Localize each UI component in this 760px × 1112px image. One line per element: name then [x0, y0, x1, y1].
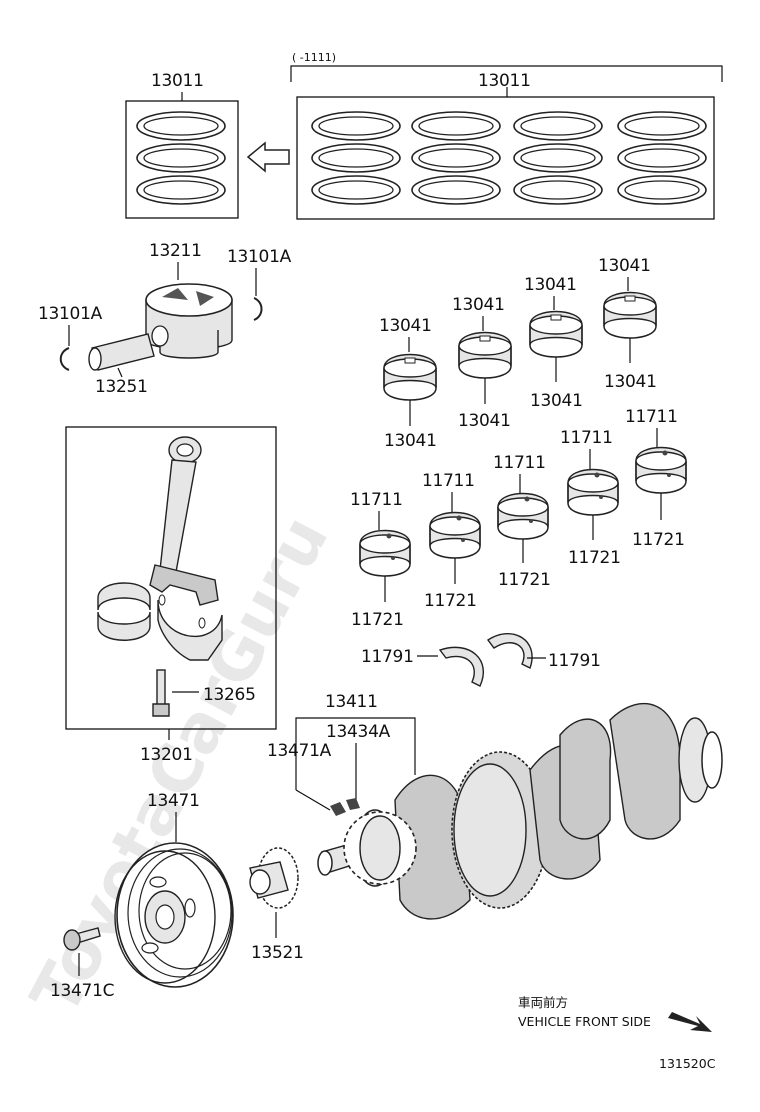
main-bearing-5 [635, 446, 687, 494]
crank-pulley [114, 842, 234, 988]
snap-ring-left [59, 347, 70, 371]
callout-13041-upper-3: 13041 [524, 275, 577, 295]
piston-ring-set-single [137, 112, 225, 204]
callout-13101A-left: 13101A [38, 304, 103, 324]
piston-ring-set-3 [514, 112, 602, 204]
callout-13211: 13211 [149, 241, 202, 261]
snap-ring-right [253, 297, 263, 321]
callout-11791-left: 11791 [361, 647, 414, 667]
piston [145, 283, 233, 359]
callout-13471C: 13471C [50, 981, 114, 1001]
callout-11711-1: 11711 [350, 490, 403, 510]
conrod-assembly-box [65, 426, 277, 730]
vehicle-front-label-jp: 車両前方 [518, 995, 568, 1010]
callout-13041-upper-4: 13041 [598, 256, 651, 276]
piston-ring-set-1 [312, 112, 400, 204]
callout-13471: 13471 [147, 791, 200, 811]
callout-11721-2: 11721 [424, 591, 477, 611]
callout-11721-1: 11721 [351, 610, 404, 630]
conrod-bearing-pair [97, 582, 151, 641]
callout-11721-4: 11721 [568, 548, 621, 568]
main-bearing-2 [429, 511, 481, 559]
callout-11791-right: 11791 [548, 651, 601, 671]
front-direction-arrow-icon [668, 1012, 712, 1032]
callout-13521: 13521 [251, 943, 304, 963]
callout-13101A-right: 13101A [227, 247, 292, 267]
conrod-bearing-3 [529, 310, 583, 358]
callout-13251: 13251 [95, 377, 148, 397]
callout-13041-lower-1: 13041 [384, 431, 437, 451]
callout-11711-5: 11711 [625, 407, 678, 427]
thrust-washer-left [438, 646, 485, 687]
thrust-washer-right [486, 633, 533, 669]
callout-13011-single: 13011 [151, 71, 204, 91]
conrod-bearing-4 [603, 291, 657, 339]
callout-11721-5: 11721 [632, 530, 685, 550]
crank-sprocket [343, 811, 417, 885]
main-bearing-1 [359, 529, 411, 577]
callout-11711-3: 11711 [493, 453, 546, 473]
piston-ring-set-4 [618, 112, 706, 204]
callout-13011-group: 13011 [478, 71, 531, 91]
vehicle-front-label-en: VEHICLE FRONT SIDE [518, 1014, 651, 1029]
crank-key [346, 798, 360, 810]
ring-set-group-box [296, 96, 715, 220]
piston-ring-set-2 [412, 112, 500, 204]
callout-13041-lower-4: 13041 [604, 372, 657, 392]
pulley-bolt [63, 927, 101, 951]
callout-13201: 13201 [140, 745, 193, 765]
callout-13265: 13265 [203, 685, 256, 705]
callout-13434A: 13434A [326, 722, 391, 742]
conrod-bolt [152, 669, 170, 717]
date-range-note: ( -1111) [292, 51, 336, 64]
conrod-bearing-1 [383, 353, 437, 401]
main-bearing-4 [567, 468, 619, 516]
callout-11711-4: 11711 [560, 428, 613, 448]
main-bearing-3 [497, 492, 549, 540]
callout-11711-2: 11711 [422, 471, 475, 491]
pulley-key [330, 802, 346, 816]
timing-gear [249, 847, 299, 909]
conrod-bearing-2 [458, 331, 512, 379]
callout-13041-upper-1: 13041 [379, 316, 432, 336]
piston-pin [88, 333, 155, 371]
callout-13471A: 13471A [267, 741, 332, 761]
figure-number: 131520C [659, 1056, 716, 1071]
callout-13041-lower-2: 13041 [458, 411, 511, 431]
callout-13411: 13411 [325, 692, 378, 712]
callout-13041-lower-3: 13041 [530, 391, 583, 411]
callout-11721-3: 11721 [498, 570, 551, 590]
ring-set-single-box [125, 100, 239, 219]
connecting-rod [149, 436, 223, 661]
arrow-left-icon [246, 141, 290, 173]
callout-13041-upper-2: 13041 [452, 295, 505, 315]
